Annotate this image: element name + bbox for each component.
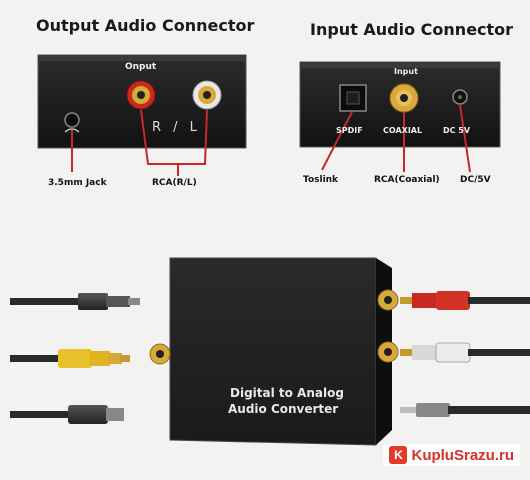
callout-dc-5v: DC/5V	[460, 175, 491, 185]
converter-device	[149, 257, 399, 446]
output-rca-right-port	[126, 80, 156, 110]
input-callout-lines	[321, 104, 471, 173]
output-panel-label: Onput	[125, 62, 157, 72]
output-channel-label: R / L	[152, 120, 201, 135]
rca-white-cable	[400, 342, 530, 363]
output-rca-left-port	[192, 80, 222, 110]
input-section-title: Input Audio Connector	[310, 20, 514, 39]
input-dc-5v-port	[452, 89, 468, 105]
watermark: K KupluSrazu.ru	[383, 444, 520, 466]
callout-rca-coaxial: RCA(Coaxial)	[374, 175, 440, 185]
output-callout-lines	[71, 109, 208, 176]
input-panel	[299, 61, 501, 148]
device-title-line2: Audio Converter	[228, 402, 339, 416]
headphone-3-5mm-cable	[400, 403, 530, 417]
input-port-label-dc: DC 5V	[443, 126, 471, 135]
input-port-label-spdif: SPDIF	[336, 126, 363, 135]
dc-power-cable	[10, 405, 124, 424]
watermark-text: KupluSrazu.ru	[411, 446, 514, 464]
output-3-5mm-jack-port	[64, 112, 80, 133]
device-title-line1: Digital to Analog	[230, 386, 344, 400]
coaxial-cable	[10, 349, 130, 368]
callout-toslink: Toslink	[303, 175, 339, 185]
toslink-cable	[10, 293, 140, 310]
output-section-title: Output Audio Connector	[36, 16, 255, 35]
input-coaxial-port	[389, 83, 419, 113]
input-spdif-port	[339, 84, 367, 112]
callout-rca-rl: RCA(R/L)	[152, 178, 197, 188]
rca-red-cable	[400, 291, 530, 310]
callout-3-5mm-jack: 3.5mm Jack	[48, 178, 107, 188]
input-panel-label: Input	[394, 67, 418, 76]
watermark-logo-icon: K	[389, 446, 408, 464]
input-port-label-coaxial: COAXIAL	[383, 126, 423, 135]
